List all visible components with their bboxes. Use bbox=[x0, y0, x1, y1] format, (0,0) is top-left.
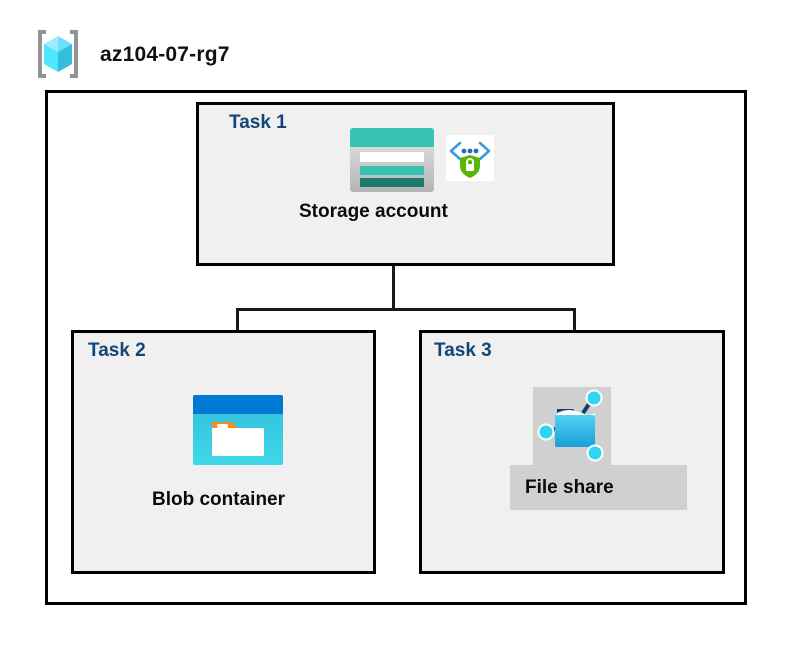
blob-container-icon bbox=[192, 394, 284, 466]
secure-endpoint-shield-icon bbox=[446, 135, 494, 181]
file-share-caption: File share bbox=[525, 477, 614, 498]
blob-container-caption: Blob container bbox=[152, 489, 286, 510]
file-share-caption-highlight bbox=[510, 465, 687, 510]
resource-group-icon bbox=[30, 26, 86, 82]
file-share-icon bbox=[533, 387, 611, 465]
resource-group-header: az104-07-rg7 bbox=[30, 26, 230, 82]
connector-horizontal-split bbox=[236, 308, 576, 311]
resource-group-title: az104-07-rg7 bbox=[100, 42, 230, 66]
storage-account-icon bbox=[348, 126, 436, 194]
task-1-label: Task 1 bbox=[229, 112, 287, 133]
task-2-label: Task 2 bbox=[88, 340, 146, 361]
task-3-label: Task 3 bbox=[434, 340, 492, 361]
storage-account-caption: Storage account bbox=[299, 201, 448, 222]
